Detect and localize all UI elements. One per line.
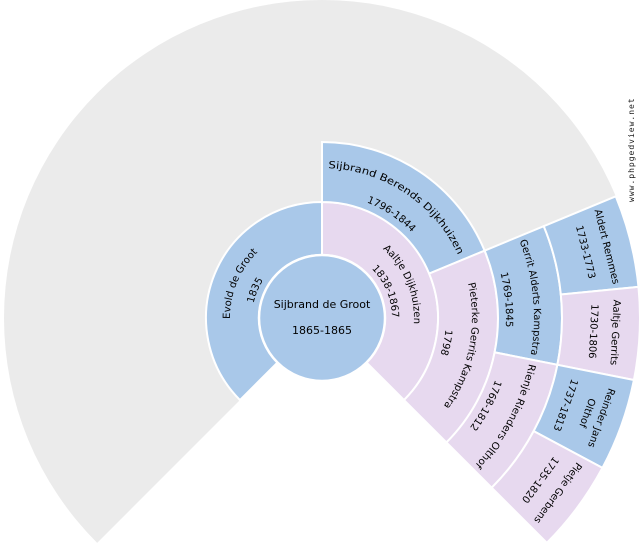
watermark: www.phpgedview.net <box>627 97 636 202</box>
fan-segment-pietje-gerbens[interactable] <box>490 429 604 545</box>
label-name-aaltje-gerrits: Aaltje Gerrits <box>607 299 621 365</box>
root-name: Sijbrand de Groot <box>274 298 371 311</box>
label-dates-aaltje-gerrits: 1730-1806 <box>586 304 600 359</box>
fan-segment-sijbrand-de-groot[interactable] <box>257 253 387 383</box>
root-dates: 1865-1865 <box>292 324 352 337</box>
